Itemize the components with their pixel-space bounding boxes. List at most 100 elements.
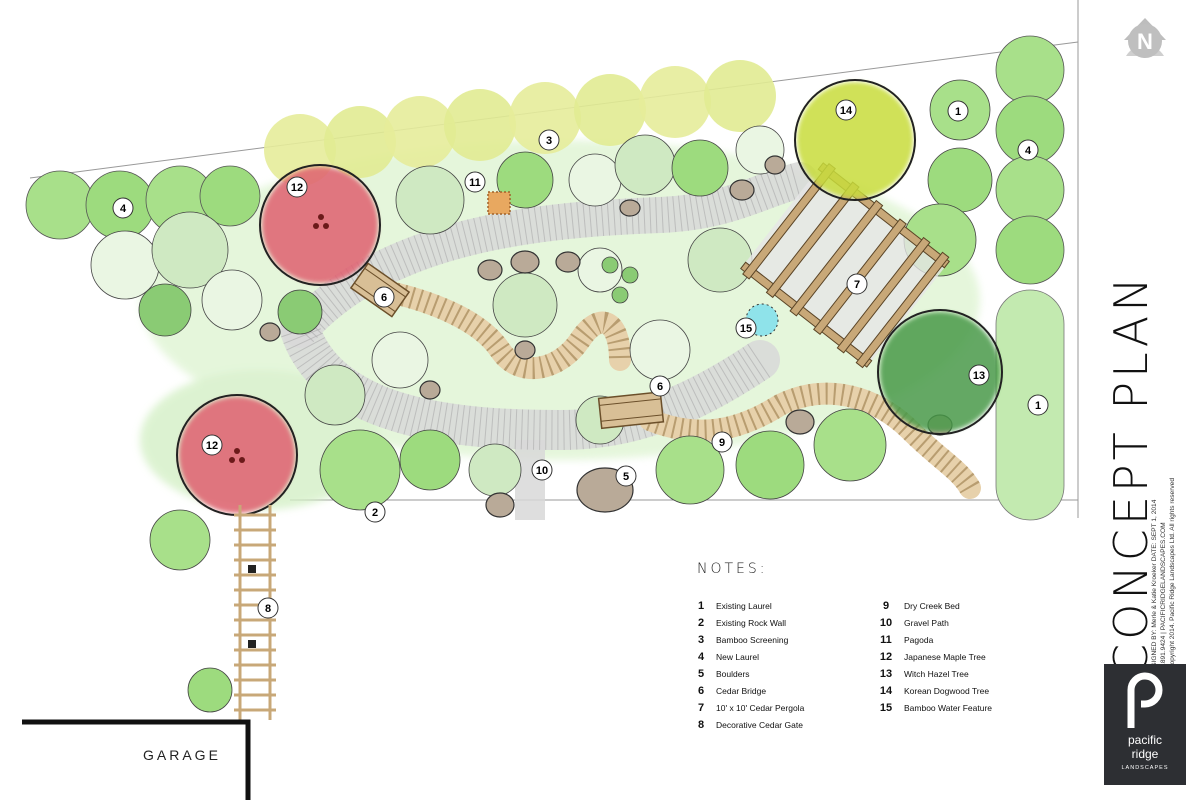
note-label: Dry Creek Bed xyxy=(904,600,960,611)
logo-line-2: ridge xyxy=(1131,747,1159,761)
note-number: 4 xyxy=(697,650,705,663)
notes-title: NOTES: xyxy=(697,561,768,577)
note-item: 1 Existing Laurel xyxy=(694,597,804,614)
japanese-maple-tree-north xyxy=(259,164,381,286)
pacific-ridge-logo: pacific ridge LANDSCAPES xyxy=(1104,664,1186,785)
svg-text:3: 3 xyxy=(546,135,552,147)
note-item: 3 Bamboo Screening xyxy=(694,631,804,648)
note-item: 9 Dry Creek Bed xyxy=(876,597,992,614)
svg-text:7: 7 xyxy=(854,279,860,291)
pagoda xyxy=(487,191,511,215)
contact-line: 250.891.9424 | PACIFICRIDGELANDSCAPES.CO… xyxy=(1160,522,1167,676)
callout-10: 10 xyxy=(531,459,553,481)
note-number: 9 xyxy=(882,599,890,612)
note-item: 13 Witch Hazel Tree xyxy=(876,665,992,682)
svg-text:6: 6 xyxy=(381,292,387,304)
cedar-bridge-east xyxy=(597,391,665,430)
callout-12a: 12 xyxy=(286,176,308,198)
note-label: Korean Dogwood Tree xyxy=(904,685,990,696)
callout-13: 13 xyxy=(968,364,990,386)
callout-8: 8 xyxy=(257,597,279,619)
japanese-maple-tree-south xyxy=(176,394,298,516)
note-item: 7 10' x 10' Cedar Pergola xyxy=(694,699,804,716)
note-label: Boulders xyxy=(716,668,750,679)
note-item: 5 Boulders xyxy=(694,665,804,682)
note-number: 6 xyxy=(697,684,705,697)
note-label: Gravel Path xyxy=(904,617,949,628)
callout-6b: 6 xyxy=(649,375,671,397)
note-number: 14 xyxy=(879,684,893,697)
note-item: 11 Pagoda xyxy=(876,631,992,648)
note-number: 8 xyxy=(697,718,705,731)
svg-text:5: 5 xyxy=(623,471,629,483)
note-item: 8 Decorative Cedar Gate xyxy=(694,716,804,733)
callout-12b: 12 xyxy=(201,434,223,456)
svg-text:13: 13 xyxy=(973,370,985,382)
note-number: 1 xyxy=(697,599,705,612)
witch-hazel-tree xyxy=(877,309,1003,435)
note-item: 4 New Laurel xyxy=(694,648,804,665)
note-number: 2 xyxy=(697,616,705,629)
note-number: 3 xyxy=(697,633,705,646)
designed-by-line: DESIGNED BY: Merle & Katie Kroeker DATE:… xyxy=(1151,499,1158,676)
callout-7: 7 xyxy=(846,273,868,295)
note-label: Bamboo Screening xyxy=(716,634,789,645)
laurel-hedge-east xyxy=(995,35,1065,521)
note-label: Japanese Maple Tree xyxy=(904,651,986,662)
svg-text:1: 1 xyxy=(1035,400,1041,412)
svg-text:11: 11 xyxy=(469,177,481,189)
note-number: 5 xyxy=(697,667,705,680)
callout-4b: 4 xyxy=(1017,139,1039,161)
svg-text:12: 12 xyxy=(291,182,303,194)
note-label: Pagoda xyxy=(904,634,934,645)
logo-p-icon xyxy=(1127,672,1163,728)
note-label: Bamboo Water Feature xyxy=(904,702,993,713)
korean-dogwood-tree xyxy=(794,79,916,201)
svg-text:14: 14 xyxy=(840,105,853,117)
callout-6a: 6 xyxy=(373,286,395,308)
garage-outline xyxy=(22,719,251,800)
svg-text:9: 9 xyxy=(719,437,725,449)
callout-5: 5 xyxy=(615,465,637,487)
notes-list-left: 1 Existing Laurel 2 Existing Rock Wall 3 Ba… xyxy=(694,597,804,733)
north-arrow-icon: N xyxy=(1120,14,1170,64)
note-label: 10' x 10' Cedar Pergola xyxy=(716,702,805,713)
svg-text:1: 1 xyxy=(955,106,961,118)
svg-text:12: 12 xyxy=(206,440,218,452)
note-item: 6 Cedar Bridge xyxy=(694,682,804,699)
dry-creek-bed xyxy=(369,279,981,499)
callouts: 1 1 2 3 4 4 5 6 6 7 8 9 10 11 12 12 13 1… xyxy=(112,99,1049,619)
note-label: Existing Laurel xyxy=(716,600,772,611)
note-label: New Laurel xyxy=(716,651,759,662)
logo-line-3: LANDSCAPES xyxy=(1121,765,1169,771)
svg-text:15: 15 xyxy=(740,323,752,335)
note-number: 11 xyxy=(880,633,892,646)
note-item: 10 Gravel Path xyxy=(876,614,992,631)
note-number: 13 xyxy=(879,667,893,680)
callout-1b: 1 xyxy=(1027,394,1049,416)
logo-line-1: pacific xyxy=(1127,733,1162,747)
credits-block: DESIGNED BY: Merle & Katie Kroeker DATE:… xyxy=(1150,376,1177,676)
svg-text:8: 8 xyxy=(265,603,271,615)
note-label: Existing Rock Wall xyxy=(716,617,787,628)
note-item: 15 Bamboo Water Feature xyxy=(876,699,992,716)
note-label: Witch Hazel Tree xyxy=(904,668,969,679)
svg-text:2: 2 xyxy=(372,507,378,519)
callout-15: 15 xyxy=(735,317,757,339)
copyright-line: © Copyright 2014. Pacific Ridge Landscap… xyxy=(1169,477,1176,676)
svg-text:10: 10 xyxy=(536,465,548,477)
note-label: Cedar Bridge xyxy=(716,685,767,696)
callout-2: 2 xyxy=(364,501,386,523)
callout-11: 11 xyxy=(464,171,486,193)
note-number: 15 xyxy=(879,701,893,714)
note-number: 10 xyxy=(879,616,893,629)
note-number: 7 xyxy=(697,701,705,714)
callout-4a: 4 xyxy=(112,197,134,219)
callout-1a: 1 xyxy=(947,100,969,122)
notes-list-right: 9 Dry Creek Bed 10 Gravel Path 11 Pagoda 12… xyxy=(876,597,992,716)
note-item: 2 Existing Rock Wall xyxy=(694,614,804,631)
note-label: Decorative Cedar Gate xyxy=(716,719,803,730)
svg-text:4: 4 xyxy=(120,203,127,215)
